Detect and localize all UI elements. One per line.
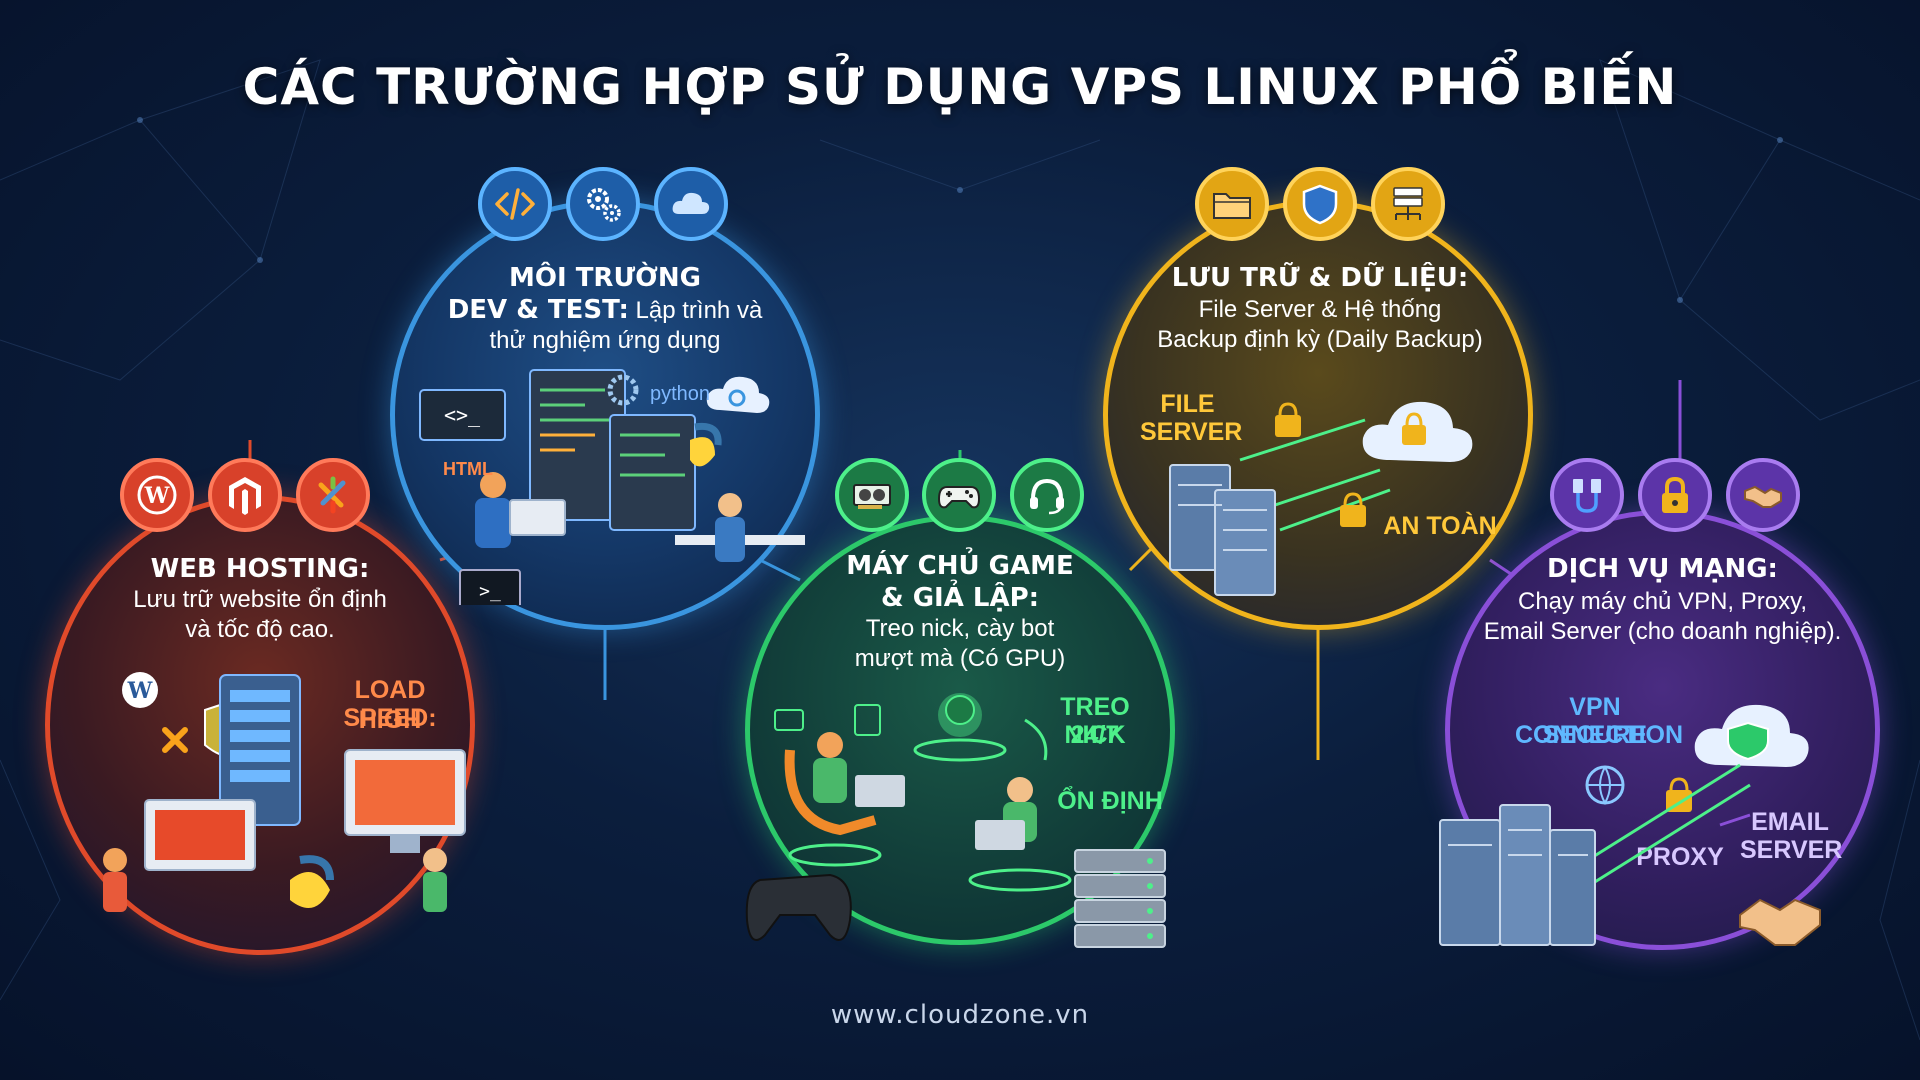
svg-text:<>_: <>_	[444, 403, 481, 427]
dev-test-heading-line-1: MÔI TRƯỜNG	[509, 263, 701, 293]
lock-icon	[1638, 458, 1712, 532]
load-speed-value: HIGH	[358, 706, 422, 734]
page-title: CÁC TRƯỜNG HỢP SỬ DỤNG VPS LINUX PHỔ BIẾ…	[242, 58, 1678, 116]
game-server-circle	[745, 515, 1175, 945]
an-toan-tag: AN TOÀN	[1383, 512, 1497, 540]
vpn-tag-line-2: CONNECTION	[1515, 721, 1684, 749]
handshake-icon	[1726, 458, 1800, 532]
game-server-heading-line-2: & GIẢ LẬP:	[880, 583, 1040, 613]
game-server-heading-line-1: MÁY CHỦ GAME	[846, 551, 1074, 581]
treo-nick-tag: TREO NICK	[1060, 693, 1130, 749]
magento-icon	[208, 458, 282, 532]
web-hosting-heading: WEB HOSTING:	[150, 554, 370, 584]
footer-url: www.cloudzone.vn	[830, 1000, 1090, 1030]
vpn-tag-line-1: VPN SECURE	[1542, 693, 1648, 749]
game-server-illustration	[745, 693, 1166, 948]
headset-icon	[1010, 458, 1084, 532]
storage-heading: LƯU TRỮ & DỮ LIỆU:	[1171, 263, 1469, 293]
wordpress-icon: W	[120, 458, 194, 532]
svg-text:W: W	[127, 678, 153, 704]
ethernet-icon	[1550, 458, 1624, 532]
joomla-icon	[296, 458, 370, 532]
dev-test-heading-line-2: DEV & TEST:	[447, 295, 629, 325]
dev-test-heading-row-2: DEV & TEST: Lập trình và	[420, 294, 790, 329]
dev-test-desc-inline: Lập trình và	[628, 297, 763, 324]
server-network-icon	[1371, 167, 1445, 241]
svg-text:W: W	[144, 483, 170, 509]
python-label: python	[650, 383, 711, 405]
web-hosting-desc-line-1: Lưu trữ website ổn định	[133, 586, 387, 613]
gamepad-icon	[922, 458, 996, 532]
file-server-tag-line-1: FILE	[1160, 390, 1215, 418]
game-server-desc-line-2: mượt mà (Có GPU)	[854, 645, 1066, 672]
network-desc-line-1: Chạy máy chủ VPN, Proxy,	[1518, 588, 1807, 615]
dev-test-illustration: <>_ >_	[419, 369, 805, 605]
gpu-card-icon	[835, 458, 909, 532]
storage-illustration	[1169, 401, 1473, 596]
folder-icon	[1195, 167, 1269, 241]
on-dinh-tag: ỔN ĐỊNH	[1057, 787, 1163, 815]
file-server-tag-line-2: SERVER	[1140, 418, 1243, 446]
web-hosting-desc-line-2: và tốc độ cao.	[185, 616, 335, 643]
game-server-desc-line-1: Treo nick, cày bot	[865, 615, 1055, 642]
network-desc-line-2: Email Server (cho doanh nghiệp).	[1483, 618, 1842, 645]
cloud-icon	[654, 167, 728, 241]
code-icon	[478, 167, 552, 241]
network-illustration	[1439, 704, 1821, 946]
email-server-tag-line-2: SERVER	[1740, 836, 1843, 864]
shield-icon	[1283, 167, 1357, 241]
gears-icon	[566, 167, 640, 241]
svg-text:>_: >_	[479, 581, 501, 602]
web-hosting-illustration: W	[103, 672, 466, 912]
email-server-tag-line-1: EMAIL	[1751, 808, 1829, 836]
treo-nick-value: 24/7	[1070, 721, 1120, 749]
html-label: HTML	[443, 459, 493, 479]
storage-desc-line-2: Backup định kỳ (Daily Backup)	[1157, 326, 1483, 353]
dev-test-desc-line-2: thử nghiệm ứng dụng	[489, 327, 721, 354]
network-heading: DỊCH VỤ MẠNG:	[1547, 554, 1778, 584]
load-speed-tag: LOAD SPEED:	[343, 676, 437, 732]
storage-desc-line-1: File Server & Hệ thống	[1198, 296, 1442, 323]
